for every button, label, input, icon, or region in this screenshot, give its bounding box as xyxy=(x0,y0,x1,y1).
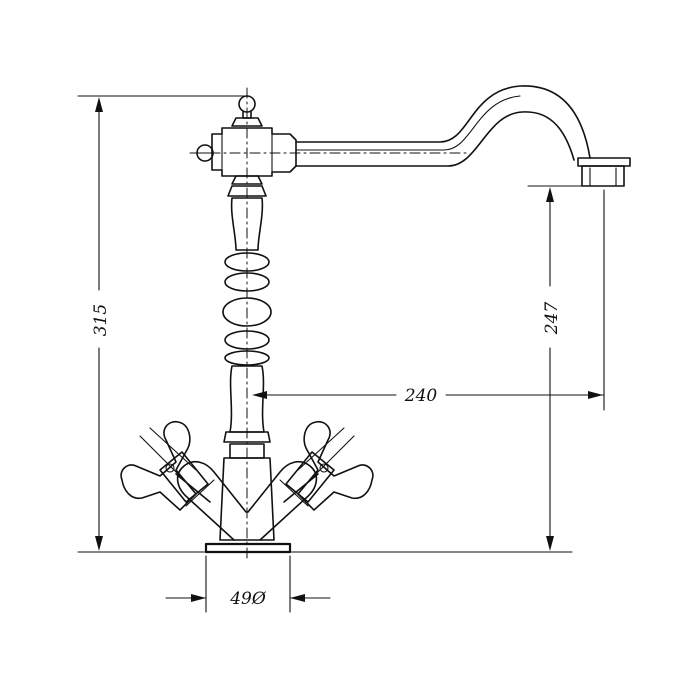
dimension-height-315: 315 xyxy=(77,95,249,553)
dimension-reach-240: 240 xyxy=(252,189,605,411)
right-handle xyxy=(247,420,374,541)
dimension-label-49: 49Ø xyxy=(229,589,267,609)
spout xyxy=(295,85,631,187)
dimension-label-315: 315 xyxy=(91,304,111,336)
dimension-label-240: 240 xyxy=(404,386,438,406)
dimension-height-247: 247 xyxy=(289,185,601,553)
center-lines xyxy=(189,87,471,561)
left-handle xyxy=(120,420,247,541)
dimension-label-247: 247 xyxy=(542,302,562,336)
faucet-body xyxy=(196,95,297,554)
dimension-base-49: 49Ø xyxy=(165,555,331,613)
